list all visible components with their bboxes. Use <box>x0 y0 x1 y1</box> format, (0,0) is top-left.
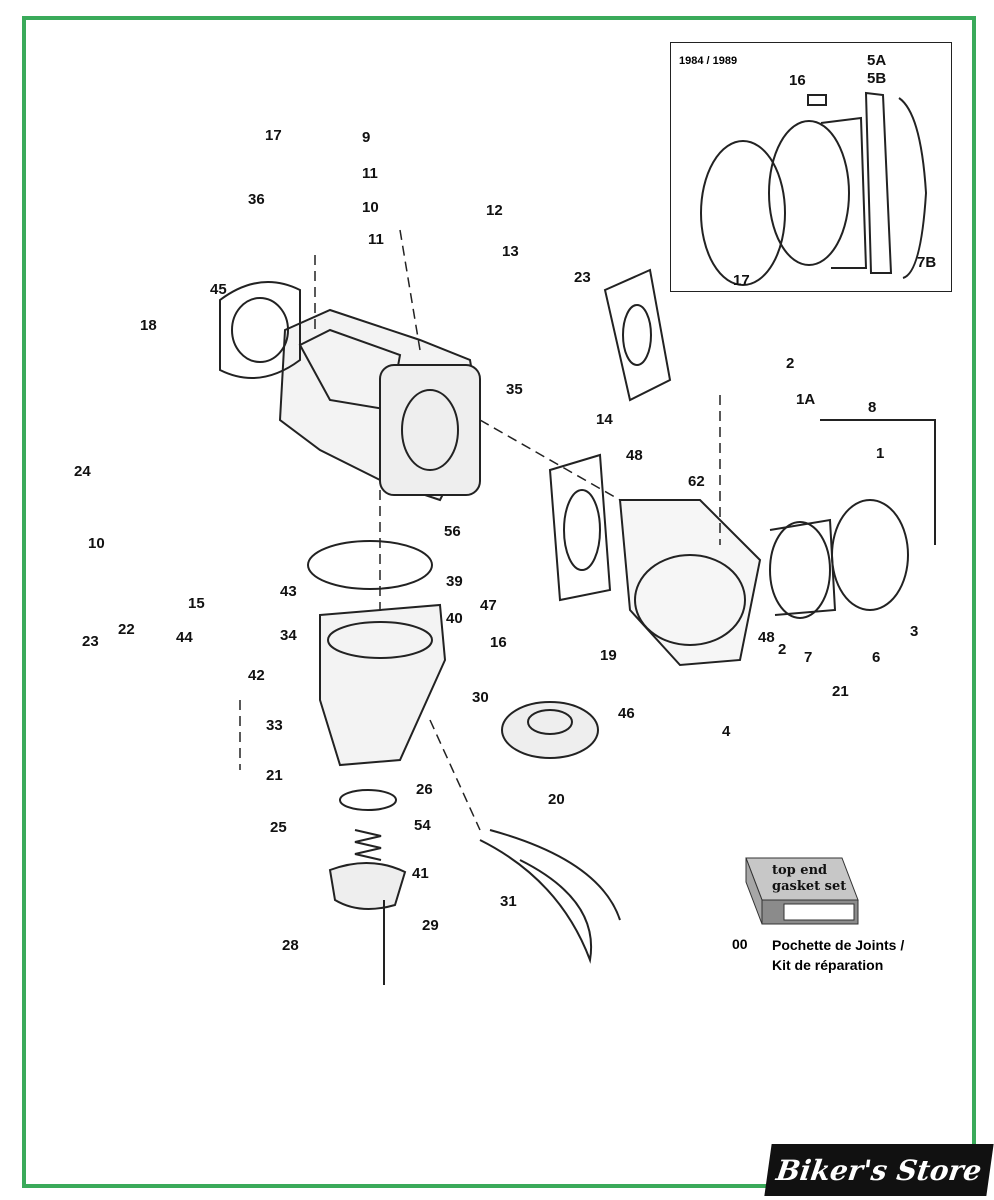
part-label-35: 30 <box>472 689 489 706</box>
part-label-48: 25 <box>270 819 287 836</box>
part-label-22: 10 <box>88 535 105 552</box>
part-label-46: 26 <box>416 781 433 798</box>
part-label-14: 2 <box>786 355 795 372</box>
part-label-30: 40 <box>446 610 463 627</box>
part-label-43: 21 <box>832 683 849 700</box>
inset-year-range: 1984 / 1989 <box>679 55 738 67</box>
part-label-38: 48 <box>758 629 775 646</box>
part-label-42: 3 <box>910 623 919 640</box>
part-label-11: 18 <box>140 317 157 334</box>
part-label-36: 33 <box>266 717 283 734</box>
part-label-8: 13 <box>502 243 519 260</box>
gasket-kit-icon: top end gasket set <box>742 850 862 930</box>
part-label-33: 42 <box>248 667 265 684</box>
part-label-27: 22 <box>118 621 135 638</box>
part-label-49: 54 <box>414 817 431 834</box>
kit-desc-line1: Pochette de Joints / <box>772 937 905 953</box>
inset-label-7b: 7B <box>917 254 937 271</box>
inset-label-17: 17 <box>733 272 750 289</box>
diagram-frame <box>22 16 976 1188</box>
part-label-37: 46 <box>618 705 635 722</box>
kit-desc-line2: Kit de réparation <box>772 956 884 973</box>
part-label-15: 1A <box>796 391 816 408</box>
part-label-17: 1 <box>876 445 885 462</box>
part-label-19: 48 <box>626 447 643 464</box>
part-label-16: 8 <box>868 399 877 416</box>
part-label-40: 7 <box>804 649 813 666</box>
part-label-9: 23 <box>574 269 591 286</box>
part-label-7: 11 <box>368 231 384 248</box>
part-label-20: 62 <box>688 473 705 490</box>
part-label-50: 41 <box>412 865 429 882</box>
part-label-5: 10 <box>362 199 379 216</box>
part-label-18: 24 <box>74 463 91 480</box>
part-label-12: 35 <box>506 381 523 398</box>
part-label-53: 29 <box>422 917 439 934</box>
kit-box-line1: top end <box>772 863 827 878</box>
part-label-52: 28 <box>282 937 299 954</box>
part-label-28: 44 <box>176 629 193 646</box>
inset-label-5a: 5A <box>867 52 887 69</box>
part-label-3: 11 <box>362 165 378 182</box>
part-label-31: 47 <box>480 597 497 614</box>
part-label-39: 2 <box>778 641 787 658</box>
part-label-51: 31 <box>500 893 517 910</box>
part-label-29: 34 <box>280 627 297 644</box>
inset-label-5b: 5B <box>867 70 887 87</box>
part-label-26: 23 <box>82 633 99 650</box>
part-label-13: 14 <box>596 411 613 428</box>
part-label-4: 36 <box>248 191 265 208</box>
inset-1984-1989: 1984 / 1989 16 5A 5B 17 7B <box>670 42 952 292</box>
part-label-23: 39 <box>446 573 463 590</box>
part-label-6: 12 <box>486 202 503 219</box>
part-label-25: 15 <box>188 595 205 612</box>
kit-description: Pochette de Joints / Kit de réparation <box>772 936 904 975</box>
kit-box-line2: gasket set <box>772 879 846 894</box>
part-label-41: 6 <box>872 649 881 666</box>
part-label-24: 43 <box>280 583 297 600</box>
part-label-2: 9 <box>362 129 371 146</box>
kit-code: 00 <box>732 936 748 952</box>
part-label-21: 56 <box>444 523 461 540</box>
part-label-32: 16 <box>490 634 507 651</box>
inset-label-16: 16 <box>789 72 806 89</box>
part-label-45: 21 <box>266 767 283 784</box>
part-label-34: 19 <box>600 647 617 664</box>
part-label-1: 17 <box>265 127 282 144</box>
brand-logo: Biker's Store <box>764 1144 994 1196</box>
inset-drawing <box>700 91 928 286</box>
part-label-10: 45 <box>210 281 227 298</box>
part-label-44: 4 <box>722 723 731 740</box>
part-label-47: 20 <box>548 791 565 808</box>
